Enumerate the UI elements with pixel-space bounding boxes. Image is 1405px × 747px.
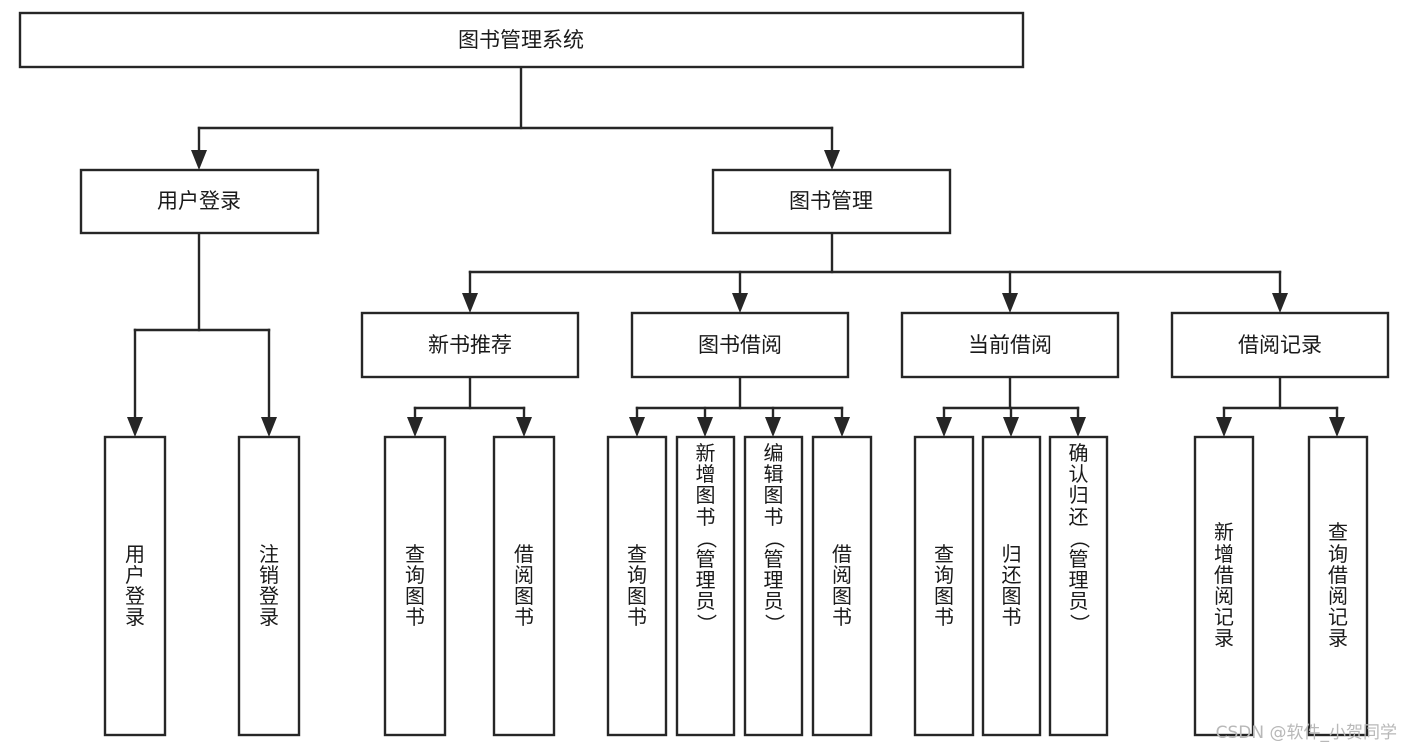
leaf-box-user-login-login[interactable]	[103, 435, 167, 737]
node-box-current-borrow[interactable]	[900, 311, 1120, 379]
arrow-head-nb-leaf1	[407, 417, 423, 437]
leaf-box-user-login-logout[interactable]	[237, 435, 301, 737]
node-box-book-borrow[interactable]	[630, 311, 850, 379]
node-label-new-book-recommend: 新书推荐	[428, 333, 512, 357]
arrow-head-br-leaf1	[1216, 417, 1232, 437]
leaf-box-currentborrow-query[interactable]	[913, 435, 975, 737]
node-box-book-management[interactable]	[711, 168, 952, 235]
leaf-box-bookborrow-borrow[interactable]	[811, 435, 873, 737]
node-label-borrow-record: 借阅记录	[1238, 333, 1322, 357]
arrow-head-book-borrow	[732, 293, 748, 313]
arrow-head-leaf-logout	[261, 417, 277, 437]
leaf-box-bookborrow-query[interactable]	[606, 435, 668, 737]
connector-group-borrow-record	[1216, 375, 1345, 437]
node-box-borrow-record[interactable]	[1170, 311, 1390, 379]
leaf-box-currentborrow-confirm[interactable]	[1048, 435, 1109, 737]
arrow-head-user-login	[191, 150, 207, 170]
arrow-head-cb-leaf3	[1070, 417, 1086, 437]
leaf-box-newbook-query[interactable]	[383, 435, 447, 737]
connector-group-current-borrow	[936, 375, 1086, 437]
arrow-head-current-borrow	[1002, 293, 1018, 313]
arrow-head-new-book	[462, 293, 478, 313]
node-box-root[interactable]	[18, 11, 1025, 69]
connector-group-book-mgmt	[462, 231, 1288, 313]
arrow-head-bb-leaf3	[765, 417, 781, 437]
node-label-user-login: 用户登录	[157, 189, 241, 213]
leaf-box-currentborrow-return[interactable]	[981, 435, 1042, 737]
connector-group-user-login	[127, 231, 277, 437]
connector-group-new-book	[407, 375, 532, 437]
node-label-book-management: 图书管理	[789, 189, 873, 213]
node-label-root: 图书管理系统	[458, 28, 584, 52]
connector-group-root	[191, 66, 840, 170]
leaf-box-borrowrecord-add[interactable]	[1193, 435, 1255, 737]
arrow-head-bb-leaf2	[697, 417, 713, 437]
arrow-head-book-mgmt	[824, 150, 840, 170]
arrow-head-nb-leaf2	[516, 417, 532, 437]
node-box-user-login[interactable]	[79, 168, 320, 235]
node-label-current-borrow: 当前借阅	[968, 333, 1052, 357]
arrow-head-cb-leaf2	[1003, 417, 1019, 437]
arrow-head-borrow-record	[1272, 293, 1288, 313]
arrow-head-bb-leaf1	[629, 417, 645, 437]
leaf-box-borrowrecord-query[interactable]	[1307, 435, 1369, 737]
leaf-box-newbook-borrow[interactable]	[492, 435, 556, 737]
leaf-box-bookborrow-edit[interactable]	[743, 435, 804, 737]
connector-group-book-borrow	[629, 375, 850, 437]
node-label-book-borrow: 图书借阅	[698, 333, 782, 357]
arrow-head-bb-leaf4	[834, 417, 850, 437]
node-box-new-book-recommend[interactable]	[360, 311, 580, 379]
arrow-head-leaf-user-login	[127, 417, 143, 437]
leaf-box-bookborrow-add[interactable]	[675, 435, 736, 737]
arrow-head-br-leaf2	[1329, 417, 1345, 437]
arrow-head-cb-leaf1	[936, 417, 952, 437]
